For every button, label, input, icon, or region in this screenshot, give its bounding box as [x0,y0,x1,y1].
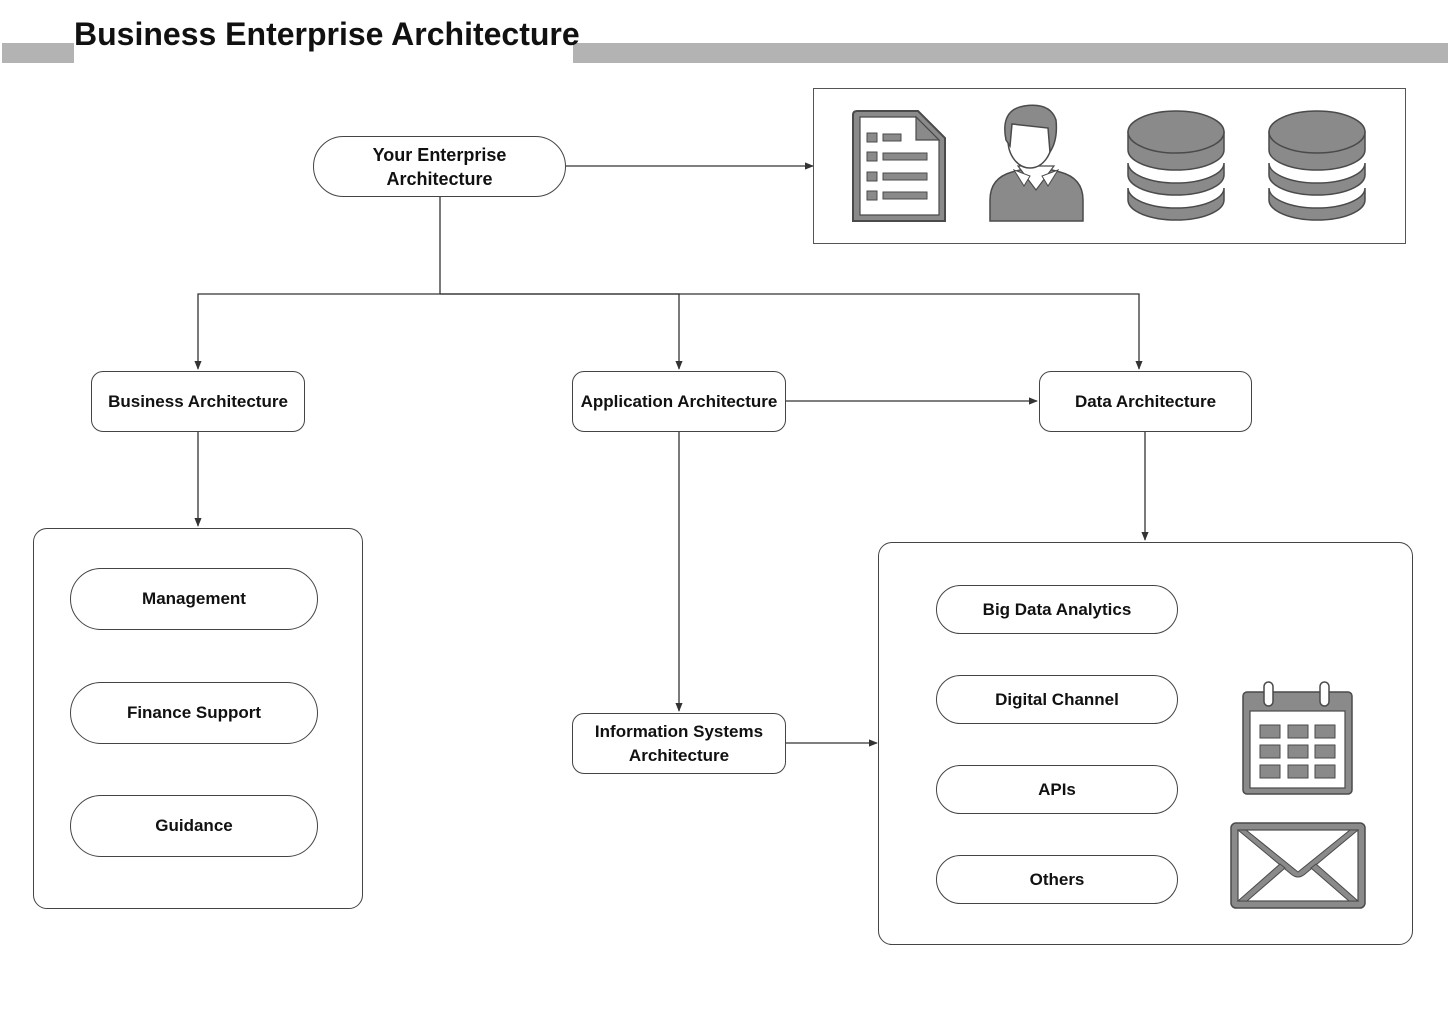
icon-panel [813,88,1406,244]
others-node[interactable]: Others [936,855,1178,904]
branch-bus-line [194,293,440,370]
big-data-analytics-node[interactable]: Big Data Analytics [936,585,1178,634]
application-architecture-label: Application Architecture [580,391,778,411]
apis-label: APIs [1038,779,1076,799]
branch-data-line [440,293,1143,370]
root-label-line1: Your Enterprise [372,144,507,165]
guidance-label: Guidance [155,816,233,835]
data-architecture-node[interactable]: Data Architecture [1039,371,1252,432]
title-bar-right [573,43,1448,63]
management-node[interactable]: Management [70,568,318,630]
others-label: Others [1029,869,1085,889]
business-architecture-node[interactable]: Business Architecture [91,371,305,432]
guidance-node[interactable]: Guidance [70,795,318,857]
info-systems-label-line1: Information Systems [594,721,764,741]
page-title: Business Enterprise Architecture [74,16,580,52]
digital-channel-label: Digital Channel [995,689,1119,709]
root-node[interactable]: Your Enterprise Architecture [313,136,566,197]
finance-support-node[interactable]: Finance Support [70,682,318,744]
big-data-analytics-label: Big Data Analytics [982,599,1132,619]
info-systems-label-line2: Architecture [628,745,730,765]
application-architecture-node[interactable]: Application Architecture [572,371,786,432]
management-label: Management [142,589,246,608]
root-label-line2: Architecture [386,168,493,189]
title-bar-left [2,43,74,63]
digital-channel-node[interactable]: Digital Channel [936,675,1178,724]
branch-app-line [440,293,683,370]
business-architecture-label: Business Architecture [108,391,288,411]
information-systems-architecture-node[interactable]: Information Systems Architecture [572,713,786,774]
apis-node[interactable]: APIs [936,765,1178,814]
data-architecture-label: Data Architecture [1074,391,1217,411]
finance-support-label: Finance Support [126,703,262,722]
